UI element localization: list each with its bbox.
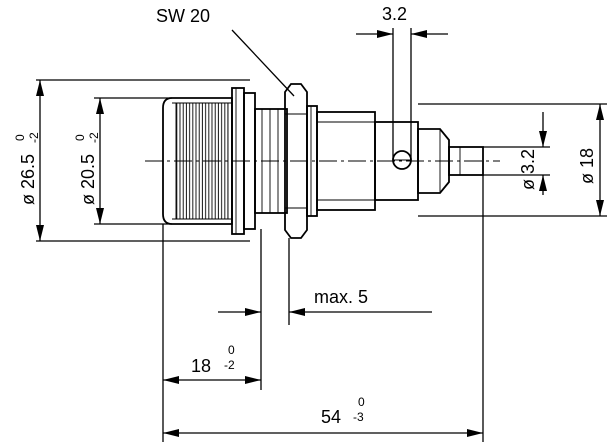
body-diameter-label: ø 18 xyxy=(577,148,597,184)
outer-flange-tol-upper: 0 xyxy=(13,134,27,141)
knurled-cap-tol-lower: -2 xyxy=(87,132,101,143)
total-length-tol-upper: 0 xyxy=(358,395,365,409)
pin-hole-diameter-label: 3.2 xyxy=(382,4,407,24)
knurled-cap-diameter-label: ø 20.5 xyxy=(78,154,98,205)
outer-flange-tol-lower: -2 xyxy=(27,132,41,143)
total-length-tol-lower: -3 xyxy=(353,410,364,424)
cap-length-label: 18 xyxy=(191,356,211,376)
bushing-outline xyxy=(254,108,288,214)
solder-pin-outline xyxy=(448,146,484,176)
hex-nut-outline xyxy=(284,83,308,239)
wrench-size-label: SW 20 xyxy=(156,6,210,26)
cap-length-tol-lower: -2 xyxy=(224,358,235,372)
knurled-cap-tol-upper: 0 xyxy=(73,134,87,141)
dimension-lines xyxy=(36,28,607,442)
outer-flange-diameter-label: ø 26.5 xyxy=(18,154,38,205)
pin-diameter-label: ø 3.2 xyxy=(518,149,538,190)
total-length-label: 54 xyxy=(321,407,341,427)
knurled-cap-knurling xyxy=(176,103,228,219)
cap-length-tol-upper: 0 xyxy=(228,343,235,357)
max-panel-label: max. 5 xyxy=(314,287,368,307)
binding-post-body xyxy=(162,83,484,239)
